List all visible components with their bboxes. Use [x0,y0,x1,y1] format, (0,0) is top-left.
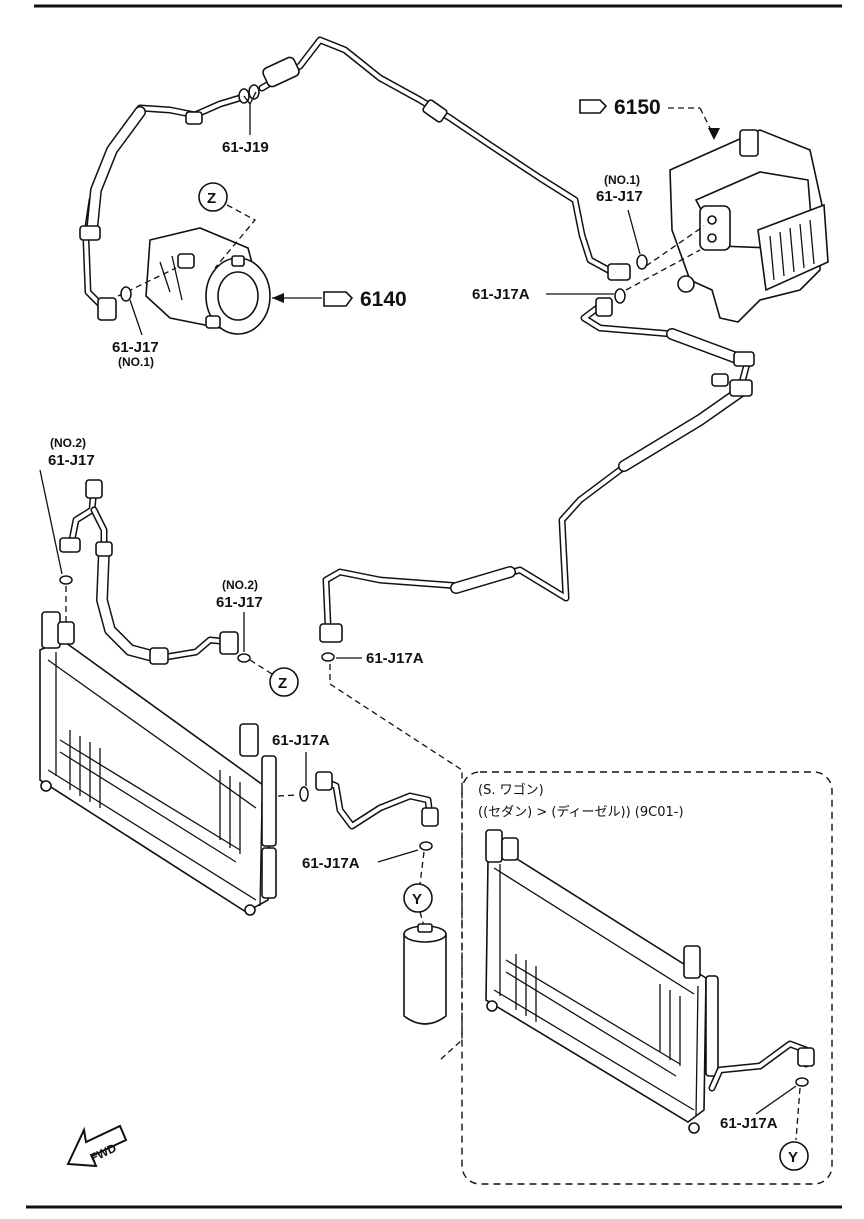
pipe-clamp [711,373,729,387]
callout-y-circle [779,1141,809,1171]
label-61-j17-evaporator: 61-J17 [596,188,643,205]
callout-z-label-2: Z [278,675,287,692]
pipe-clamp [79,225,101,241]
label-61-j17a-receiver: 61-J17A [302,855,360,872]
hose-fitting [59,537,81,553]
pipe-fitting [797,1047,815,1067]
label-61-j17a-pipe: 61-J17A [366,650,424,667]
label-61-j17-mid: 61-J17 [216,594,263,611]
note-no2-mid: (NO.2) [222,578,258,592]
label-61-j17a-evaporator: 61-J17A [472,286,530,303]
pipe-fitting [315,771,333,791]
fwd-arrow: FWD [66,1124,128,1168]
assembly-line [795,1087,801,1141]
inset-title-line1: (S. ワゴン) [478,782,544,798]
hose-fitting [95,541,113,557]
leader-line [627,209,641,255]
label-61-j17-compressor: 61-J17 [112,339,159,356]
callout-z-circle [269,667,299,697]
leader-line [249,91,257,105]
suction-hose-assembly [79,36,631,321]
o-ring [321,652,335,662]
o-ring [248,84,260,100]
label-6140: 6140 [360,288,407,311]
assembly-line [214,204,257,269]
pipe-fitting [319,623,343,643]
pipe-clamp [422,99,448,123]
o-ring [795,1077,809,1087]
assembly-line [419,851,425,885]
inset-receiver-pipe [708,1040,815,1092]
note-no2-left: (NO.2) [50,436,86,450]
o-ring [120,286,132,302]
hose-fitting [262,56,300,88]
assembly-line [329,664,463,1061]
evaporator-unit [669,129,829,323]
pipe-fitting [595,297,613,317]
pipe-fitting [421,807,439,827]
ref-hand-icon [323,291,354,307]
discharge-hose-assembly [59,479,239,665]
label-61-j17a-condenser: 61-J17A [272,732,330,749]
o-ring [299,786,309,802]
note-no1-evaporator: (NO.1) [604,173,640,187]
assembly-line [699,107,715,137]
inset-title-line2: ((セダン) > (ディーゼル)) (9C01-) [478,804,684,820]
receiver-pipe [315,771,439,830]
ref-hand-icon [579,99,608,114]
o-ring [419,841,433,851]
assembly-line [249,659,273,675]
pipe-clamp [185,111,203,125]
callout-z-circle [198,182,228,212]
assembly-line [277,794,299,797]
inset-condenser [485,829,719,1134]
hose-fitting [219,631,239,655]
label-61-j19: 61-J19 [222,139,269,156]
leader-arrow [708,128,720,140]
assembly-line [625,249,701,291]
label-6150: 6150 [614,96,661,119]
condenser [39,611,277,916]
pipe-fitting [729,379,753,397]
note-no1-compressor: (NO.1) [118,355,154,369]
o-ring [59,575,73,585]
pipe-fitting [733,351,755,367]
leader-line [243,95,251,105]
leader-line [39,469,63,575]
leader-line [755,1085,797,1115]
liquid-pipe-assembly [319,297,755,643]
callout-z-label: Z [207,190,216,207]
leader-arrow [272,293,284,303]
hose-fitting [149,647,169,665]
compressor [145,227,271,335]
callout-y-circle [403,883,433,913]
callout-y-label-2: Y [788,1149,798,1166]
o-ring [614,288,626,304]
hose-fitting [85,479,103,499]
o-ring [237,653,251,663]
label-61-j17-left: 61-J17 [48,452,95,469]
assembly-line [645,225,705,267]
label-61-j17a-inset: 61-J17A [720,1115,778,1132]
callout-y-label: Y [412,891,422,908]
leader-line [129,299,143,336]
evaporator-fitting [607,263,631,281]
receiver-drier [403,923,447,1025]
compressor-fitting [97,297,117,321]
o-ring [636,254,648,270]
leader-line [377,849,419,863]
